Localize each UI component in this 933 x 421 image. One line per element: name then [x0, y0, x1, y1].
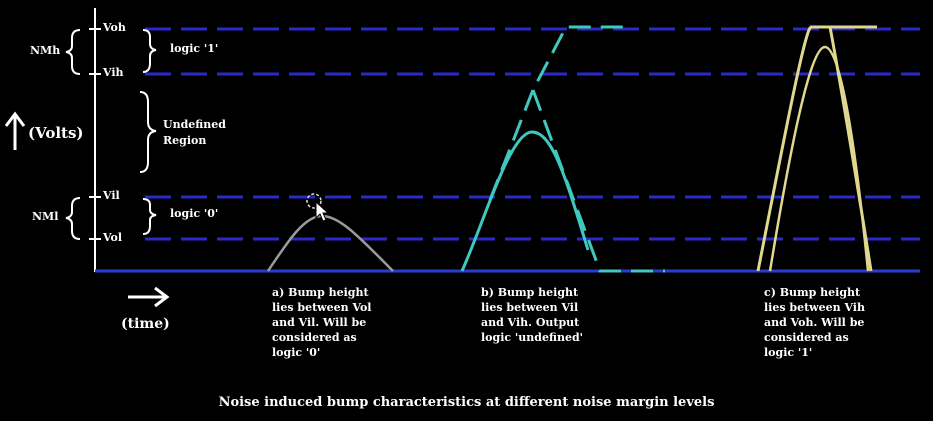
logic-one-brace	[142, 29, 157, 73]
logic-zero-brace	[142, 198, 157, 235]
voh-label: Voh	[103, 21, 126, 34]
caption-a-line: considered as	[272, 331, 357, 344]
nmh-brace	[65, 29, 81, 75]
bump-c-ideal-fall	[811, 25, 873, 272]
logic-zero-label: logic '0'	[170, 207, 219, 220]
logic-one-label: logic '1'	[170, 42, 219, 55]
caption-c-line: c) Bump height	[764, 286, 861, 299]
caption-a: a) Bump height lies between Vol and Vil.…	[272, 285, 402, 360]
caption-c-line: lies between Vih	[764, 301, 865, 314]
caption-c-line: considered as	[764, 331, 849, 344]
vil-label: Vil	[103, 189, 120, 202]
caption-c-line: and Voh. Will be	[764, 316, 865, 329]
mouse-cursor-icon	[306, 193, 330, 222]
bump-b-output	[460, 130, 590, 272]
nmh-label: NMh	[30, 44, 61, 57]
bump-b-ideal-fall	[531, 89, 665, 273]
caption-a-line: a) Bump height	[272, 286, 369, 299]
level-lines	[145, 27, 920, 241]
undefined-region-label-2: Region	[163, 134, 207, 147]
right-arrow-icon	[128, 286, 170, 308]
undefined-brace	[139, 91, 157, 173]
bump-c-ideal	[756, 25, 877, 272]
y-axis-label: (Volts)	[28, 124, 84, 142]
vih-label: Vih	[103, 66, 124, 79]
caption-c: c) Bump height lies between Vih and Voh.…	[764, 285, 894, 360]
nml-label: NMl	[32, 210, 59, 223]
caption-b-line: b) Bump height	[481, 286, 579, 299]
bump-c-output	[768, 45, 870, 272]
caption-b: b) Bump height lies between Vil and Vih.…	[481, 285, 611, 345]
caption-a-line: and Vil. Will be	[272, 316, 367, 329]
bump-a	[266, 214, 394, 272]
caption-b-line: and Vih. Output	[481, 316, 580, 329]
caption-b-line: lies between Vil	[481, 301, 579, 314]
up-arrow-icon	[4, 111, 26, 150]
x-axis-label: (time)	[121, 316, 170, 332]
caption-a-line: lies between Vol	[272, 301, 372, 314]
caption-b-line: logic 'undefined'	[481, 331, 584, 344]
bump-b-ideal-rise	[488, 25, 632, 201]
undefined-region-label-1: Undefined	[163, 118, 226, 131]
caption-c-line: logic '1'	[764, 346, 813, 359]
caption-a-line: logic '0'	[272, 346, 321, 359]
diagram-title: Noise induced bump characteristics at di…	[218, 395, 715, 410]
vol-label: Vol	[103, 231, 123, 244]
nml-brace	[65, 197, 81, 240]
